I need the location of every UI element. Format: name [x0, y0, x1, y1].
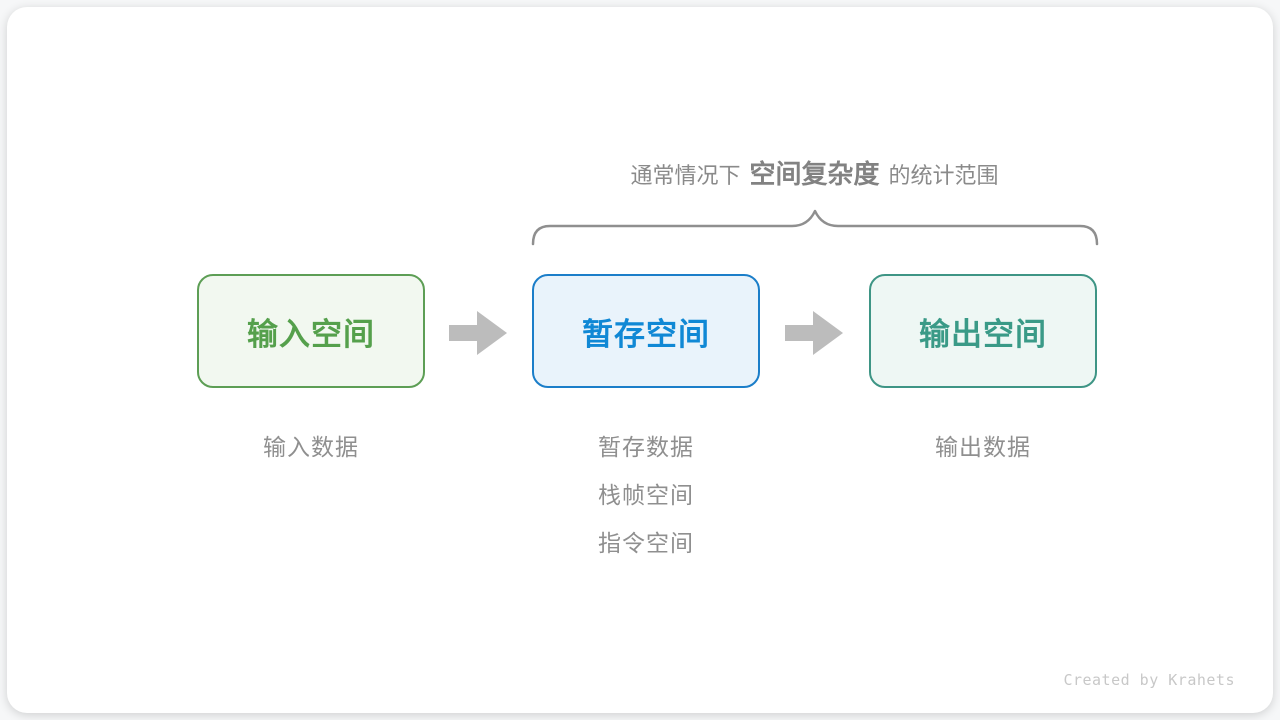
note-item: 输入数据: [263, 434, 359, 460]
caption-emphasis: 空间复杂度: [749, 159, 880, 189]
node-input-space: 输入空间: [197, 274, 425, 388]
node-input-space-label: 输入空间: [247, 316, 375, 352]
caption-prefix: 通常情况下: [630, 163, 741, 188]
notes-output-space: 输出数据: [869, 431, 1097, 479]
note-item: 输出数据: [935, 434, 1031, 460]
caption-suffix: 的统计范围: [888, 163, 999, 188]
caption-scope-of-space-complexity: 通常情况下空间复杂度的统计范围: [532, 157, 1097, 193]
notes-temp-space: 暂存数据 栈帧空间 指令空间: [532, 431, 760, 575]
diagram-canvas: 通常情况下空间复杂度的统计范围 输入空间 暂存空间 输出空间 输入数据 暂存数据…: [7, 7, 1273, 713]
note-item: 指令空间: [598, 530, 694, 556]
node-output-space: 输出空间: [869, 274, 1097, 388]
note-item: 栈帧空间: [598, 482, 694, 508]
node-temp-space-label: 暂存空间: [582, 316, 710, 352]
notes-input-space: 输入数据: [197, 431, 425, 479]
arrow-right-icon: [785, 311, 843, 355]
curly-brace: [531, 209, 1099, 246]
note-item: 暂存数据: [598, 434, 694, 460]
arrow-right-icon: [449, 311, 507, 355]
node-temp-space: 暂存空间: [532, 274, 760, 388]
credit-text: Created by Krahets: [1063, 671, 1235, 689]
node-output-space-label: 输出空间: [919, 316, 1047, 352]
